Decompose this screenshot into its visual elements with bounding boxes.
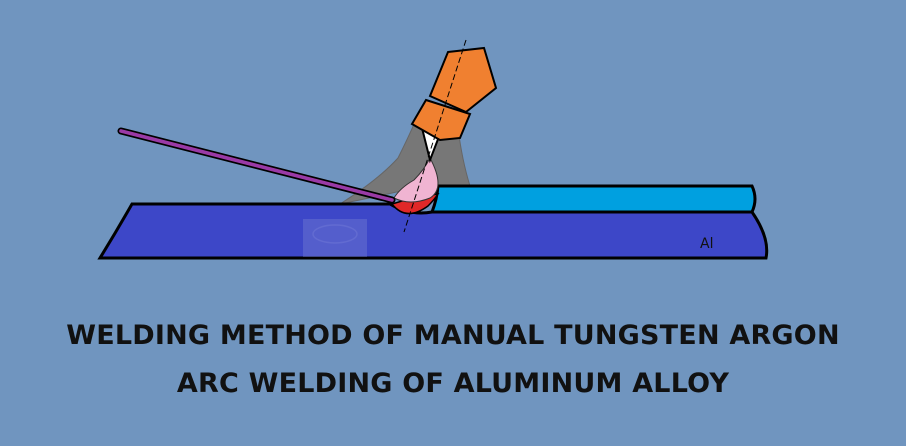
watermark-logo — [303, 219, 367, 257]
torch-axis-line — [403, 39, 467, 233]
torch-nozzle — [410, 98, 472, 142]
material-label: Al — [700, 236, 713, 252]
torch-body — [428, 46, 498, 114]
caption-line-2: ARC WELDING OF ALUMINUM ALLOY — [176, 368, 730, 399]
filler-rod-core — [119, 129, 394, 202]
top-plate — [429, 184, 757, 214]
welding-diagram: Al — [97, 39, 769, 260]
caption-line-1: WELDING METHOD OF MANUAL TUNGSTEN ARGON — [66, 320, 840, 351]
